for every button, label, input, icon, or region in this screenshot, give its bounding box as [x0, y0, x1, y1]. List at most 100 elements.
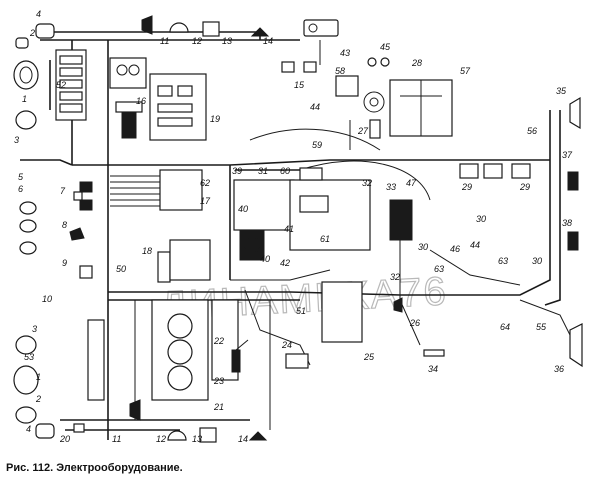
component-1-headlamp-top [13, 60, 39, 90]
callout-n40-top: 40 [238, 204, 248, 214]
component-41-generator [239, 229, 265, 261]
component-9-connector [79, 265, 93, 279]
callout-n3-bottom: 3 [32, 324, 37, 334]
wiring-diagram: ДИНАМИКА76 [13, 9, 583, 444]
component-19-instrument-panel [149, 73, 207, 141]
callout-n50: 50 [116, 264, 126, 274]
component-13-box-top [202, 21, 220, 37]
callout-n61: 61 [320, 234, 330, 244]
callout-n32-mid: 32 [390, 272, 400, 282]
callout-n13: 13 [222, 36, 232, 46]
component-45-bolts [367, 57, 390, 67]
callout-n37: 37 [562, 150, 573, 160]
component-11-horn-top [141, 15, 153, 35]
component-3-foglamp-top [15, 110, 37, 130]
callout-n33: 33 [386, 182, 396, 192]
callout-n25: 25 [363, 352, 375, 362]
callout-n34: 34 [428, 364, 438, 374]
callout-n28: 28 [411, 58, 422, 68]
callout-n9: 9 [62, 258, 67, 268]
callout-n42: 42 [280, 258, 290, 268]
component-4-buzzer [35, 23, 55, 39]
callout-n6: 6 [18, 184, 23, 194]
callout-n55: 55 [536, 322, 547, 332]
fuse-block-lower [87, 319, 105, 401]
component-16-wiper-motor [115, 101, 143, 139]
callout-n29-right: 29 [519, 182, 530, 192]
component-35-right-headlamp [569, 96, 581, 130]
callout-n14-bottom: 14 [238, 434, 248, 444]
fuse-block-left [55, 49, 87, 121]
callout-n3: 3 [14, 135, 19, 145]
callout-n2-bottom: 2 [35, 394, 41, 404]
callout-n41: 41 [284, 224, 294, 234]
callout-n44-mid: 44 [470, 240, 480, 250]
callout-n30-right: 30 [476, 214, 486, 224]
component-17-fuse-panel [110, 169, 203, 211]
component-starter [389, 199, 413, 241]
callout-n43: 43 [340, 48, 350, 58]
callout-n59: 59 [312, 140, 322, 150]
component-11-horn-bottom [129, 399, 141, 421]
callout-n57: 57 [460, 66, 471, 76]
callout-n63-right: 63 [498, 256, 508, 266]
component-57-28-battery [389, 79, 453, 137]
callout-n53: 53 [24, 352, 34, 362]
relay-block-top [109, 57, 147, 89]
callout-n24: 24 [281, 340, 292, 350]
callout-n12: 12 [192, 36, 202, 46]
component-61-engine-block [289, 179, 371, 251]
component-58-59-regulator [335, 75, 385, 113]
callout-n63-left: 63 [434, 264, 444, 274]
callout-n10: 10 [42, 294, 52, 304]
callout-n13-bottom: 13 [192, 434, 202, 444]
callout-n8: 8 [62, 220, 67, 230]
callout-n15: 15 [294, 80, 305, 90]
callout-n27: 27 [357, 126, 369, 136]
component-37-38-right-lamps [567, 171, 579, 251]
callout-n4-bottom: 4 [26, 424, 31, 434]
component-24-box [285, 353, 309, 369]
callout-n30-mid: 30 [418, 242, 428, 252]
callout-n51: 51 [296, 306, 306, 316]
component-14-signal-bottom [248, 431, 268, 441]
callout-n44-top: 44 [310, 102, 320, 112]
callout-n7: 7 [60, 186, 66, 196]
callout-n23: 23 [213, 376, 224, 386]
component-8-switch [69, 227, 85, 241]
callout-n17: 17 [200, 196, 211, 206]
callout-n36: 36 [554, 364, 564, 374]
callout-n11-bottom: 11 [112, 434, 121, 444]
callout-n35: 35 [556, 86, 567, 96]
component-21-dashboard [151, 239, 211, 401]
callout-n29-left: 29 [461, 182, 472, 192]
figure-caption: Рис. 112. Электрооборудование. [6, 462, 183, 474]
callout-n56: 56 [527, 126, 537, 136]
component-29-30-relays-right [459, 163, 531, 179]
component-36-right-lamp-bottom [569, 323, 583, 368]
callout-n1: 1 [22, 94, 27, 104]
component-25-tank [321, 281, 363, 343]
callout-n58: 58 [335, 66, 345, 76]
component-22-switch [231, 339, 249, 373]
component-20-sensor [73, 423, 85, 433]
component-bottom-left-lamps [13, 335, 55, 439]
callout-n16: 16 [136, 96, 146, 106]
component-2-lamp-top [15, 37, 29, 49]
callout-n52: 52 [56, 80, 66, 90]
callout-n22: 22 [213, 336, 224, 346]
callout-n18: 18 [142, 246, 152, 256]
callout-n38: 38 [562, 218, 572, 228]
component-14-signal-top [250, 27, 270, 37]
callout-n47: 47 [406, 178, 417, 188]
callout-n46: 46 [450, 244, 460, 254]
callout-n11: 11 [160, 36, 169, 46]
component-13-box-bottom [199, 427, 217, 443]
callout-n19: 19 [210, 114, 220, 124]
callout-n31: 31 [258, 166, 268, 176]
callout-n21: 21 [213, 402, 224, 412]
callout-n45: 45 [380, 42, 391, 52]
callout-n1-bottom: 1 [36, 372, 41, 382]
callout-n12-bottom: 12 [156, 434, 166, 444]
callout-n64: 64 [500, 322, 510, 332]
